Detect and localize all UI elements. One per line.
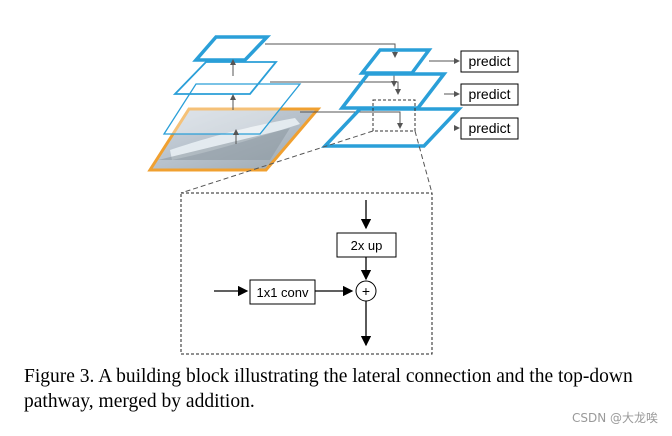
highlight-box [372, 99, 416, 132]
water-photo-hint [158, 128, 290, 160]
td-layer-1 [320, 107, 464, 148]
lateral-connections [265, 43, 403, 129]
lateral-conv-box: 1x1 conv [249, 279, 316, 305]
predict-box-2: predict [460, 83, 519, 106]
sum-node: + [355, 280, 377, 302]
upsample-label: 2x up [351, 238, 383, 253]
watermark: CSDN @大龙唉 [571, 411, 658, 425]
predict-box-1: predict [460, 50, 519, 73]
sum-symbol: + [362, 283, 370, 299]
figure-caption: Figure 3. A building block illustrating … [24, 366, 633, 412]
bottom-up-pyramid [147, 35, 322, 172]
zoom-line-right [414, 130, 433, 194]
zoom-line-left [180, 130, 374, 194]
top-down-pyramid [320, 48, 464, 148]
feature-layer-2 [172, 61, 278, 95]
predict-label-2: predict [468, 86, 510, 102]
lateral-conv-label: 1x1 conv [256, 285, 309, 300]
predict-box-3: predict [460, 117, 519, 140]
td-layer-2 [338, 72, 448, 110]
feature-layer-1 [162, 83, 302, 135]
predict-arrows [429, 58, 460, 131]
predict-label-1: predict [468, 53, 510, 69]
predict-label-3: predict [468, 120, 510, 136]
building-block-frame [180, 192, 433, 355]
feature-layer-3 [192, 35, 272, 62]
upsample-box: 2x up [336, 232, 397, 258]
